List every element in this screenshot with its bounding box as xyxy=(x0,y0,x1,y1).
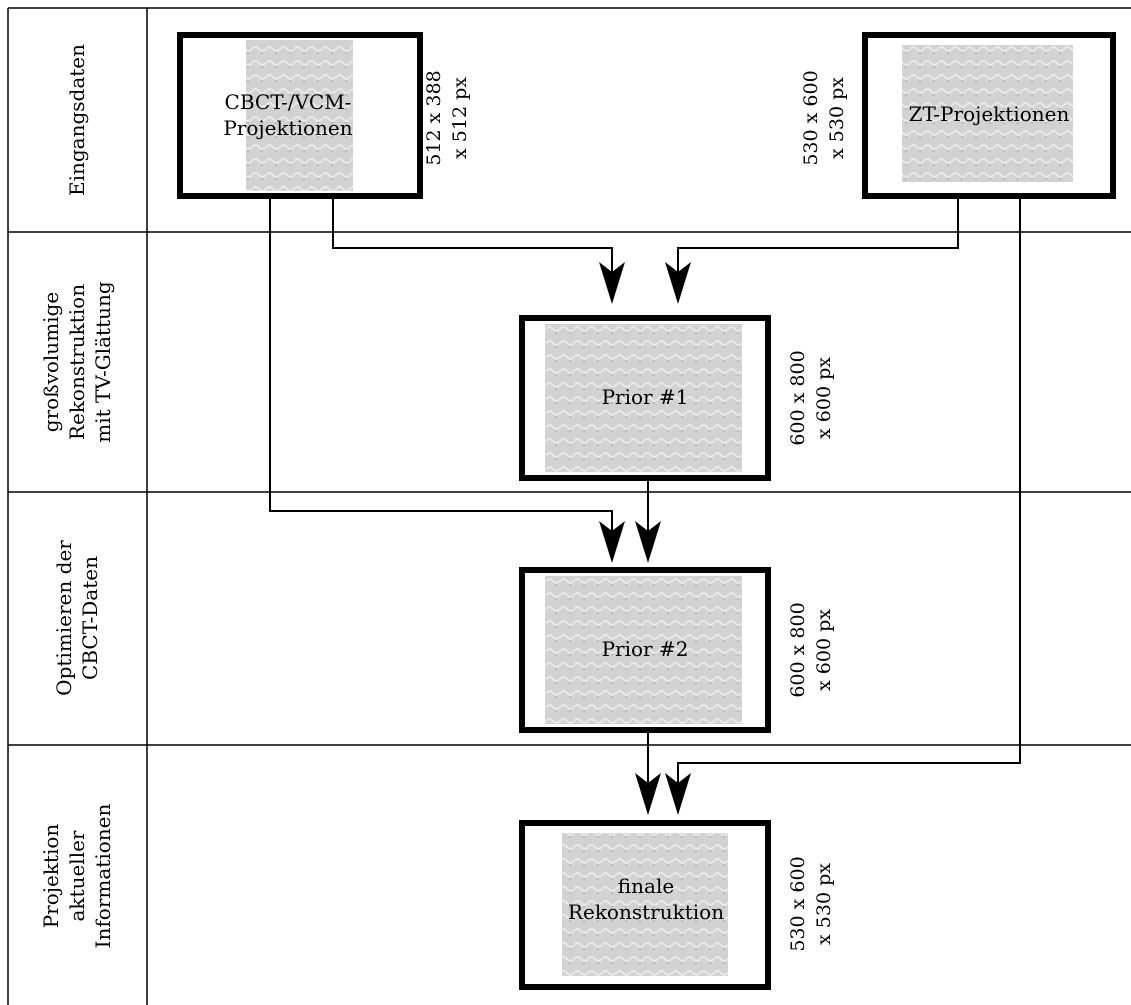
lane-label-final: Projektion aktueller Informationen xyxy=(39,804,115,949)
box-label-line: Prior #2 xyxy=(602,637,689,661)
box-final-reconstruction: finale Rekonstruktion xyxy=(519,820,771,990)
dims-line: x 530 px xyxy=(813,863,835,945)
arrow-head-icon xyxy=(599,521,625,563)
box-zt-projections: ZT-Projektionen xyxy=(862,32,1116,199)
lane-label-line: Optimieren der xyxy=(52,540,76,696)
scan-thumbnail-image xyxy=(246,40,353,191)
arrow-heads xyxy=(599,262,691,815)
dims-line: 530 x 600 xyxy=(800,70,822,165)
dims-line: x 512 px xyxy=(449,77,471,159)
arrow-head-icon xyxy=(665,262,691,304)
box-label-line: CBCT-/VCM- xyxy=(225,90,352,114)
lane-label-line: CBCT-Daten xyxy=(78,556,102,680)
lane-label-line: Informationen xyxy=(91,804,115,949)
scan-thumbnail-image xyxy=(545,324,742,472)
lane-label-input: Eingangsdaten xyxy=(65,44,89,196)
box-label-line: ZT-Projektionen xyxy=(909,102,1070,126)
dims-line: x 600 px xyxy=(813,357,835,439)
lane-label-prior1: großvolumige Rekonstruktion mit TV-Glätt… xyxy=(39,281,115,443)
box-prior-2: Prior #2 xyxy=(519,567,771,733)
scan-thumbnail-image xyxy=(562,833,728,976)
box-label-line: Projektionen xyxy=(223,116,352,140)
dims-line: x 600 px xyxy=(813,609,835,691)
swimlane-grid xyxy=(7,7,1131,1005)
lane-label-line: Rekonstruktion xyxy=(65,284,89,440)
lane-label-line: Eingangsdaten xyxy=(65,44,89,196)
lane-label-line: großvolumige xyxy=(39,292,63,432)
connector-zt-to-final xyxy=(677,196,1021,788)
dims-line: 512 x 388 xyxy=(423,70,445,165)
arrow-head-icon xyxy=(599,262,625,304)
dims-line: 600 x 800 xyxy=(787,602,809,697)
flow-connectors xyxy=(269,196,1021,788)
box-cbct-projections: CBCT-/VCM- Projektionen xyxy=(177,32,423,199)
arrow-head-icon xyxy=(635,521,661,563)
box-label-line: finale xyxy=(618,874,674,898)
dims-line: 530 x 600 xyxy=(787,856,809,951)
arrow-head-icon xyxy=(635,773,661,815)
box-label-line: Prior #1 xyxy=(602,385,689,409)
box-label-line: Rekonstruktion xyxy=(568,900,724,924)
box-prior-1: Prior #1 xyxy=(519,315,771,481)
connector-zt-to-prior1 xyxy=(677,196,959,282)
dims-prior-2: 600 x 800 x 600 px xyxy=(787,602,835,697)
lane-label-line: mit TV-Glättung xyxy=(91,281,115,443)
dims-cbct: 512 x 388 x 512 px xyxy=(423,70,471,165)
lane-label-line: aktueller xyxy=(65,830,89,921)
scan-thumbnail-image xyxy=(902,45,1073,182)
dims-line: 600 x 800 xyxy=(787,350,809,445)
dims-prior-1: 600 x 800 x 600 px xyxy=(787,350,835,445)
dims-final: 530 x 600 x 530 px xyxy=(787,856,835,951)
arrow-head-icon xyxy=(665,773,691,815)
connector-cbct-to-prior2 xyxy=(269,196,613,535)
lane-label-line: Projektion xyxy=(39,824,63,929)
scan-thumbnail-image xyxy=(545,576,742,724)
connector-cbct-to-prior1 xyxy=(332,196,613,282)
dims-line: x 530 px xyxy=(826,77,848,159)
lane-label-prior2: Optimieren der CBCT-Daten xyxy=(52,540,102,696)
dims-zt: 530 x 600 x 530 px xyxy=(800,70,848,165)
